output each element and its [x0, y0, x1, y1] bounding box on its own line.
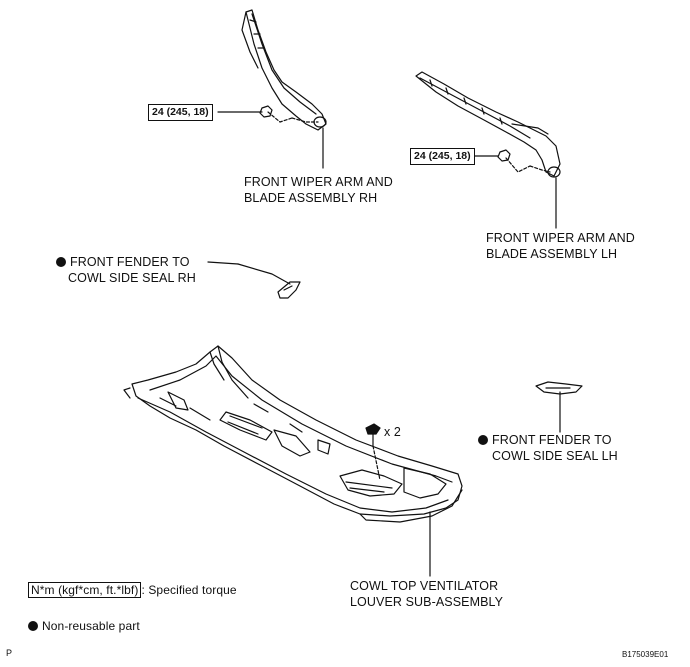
label-wiper-lh: FRONT WIPER ARM AND BLADE ASSEMBLY LH: [486, 231, 635, 261]
nonreusable-dot-icon: [28, 621, 38, 631]
wiper-arm-lh: [415, 71, 561, 178]
legend-torque: N*m (kgf*cm, ft.*lbf): Specified torque: [28, 582, 237, 598]
side-seal-lh: [535, 381, 583, 395]
legend-nonreusable: Non-reusable part: [28, 618, 140, 634]
label-clip-quantity: x 2: [384, 425, 401, 439]
label-wiper-rh: FRONT WIPER ARM AND BLADE ASSEMBLY RH: [244, 175, 393, 205]
legend-torque-unit: N*m (kgf*cm, ft.*lbf): [28, 582, 142, 598]
wiper-arm-rh: [241, 9, 327, 131]
nut-lh: [497, 149, 551, 173]
nonreusable-dot-icon: [56, 257, 66, 267]
clip-fastener: [365, 423, 381, 481]
nonreusable-dot-icon: [478, 435, 488, 445]
label-seal-rh: FRONT FENDER TO COWL SIDE SEAL RH: [56, 254, 196, 286]
figure-code: B175039E01: [622, 650, 669, 659]
torque-spec-rh: 24 (245, 18): [148, 104, 213, 121]
nut-rh: [259, 105, 319, 123]
label-louver: COWL TOP VENTILATOR LOUVER SUB-ASSEMBLY: [350, 579, 504, 609]
side-seal-rh: [277, 281, 301, 299]
corner-mark-left: P: [6, 648, 13, 658]
cowl-louver: [123, 345, 463, 523]
label-seal-lh: FRONT FENDER TO COWL SIDE SEAL LH: [478, 432, 618, 464]
legend-torque-desc: : Specified torque: [141, 583, 237, 597]
torque-spec-lh: 24 (245, 18): [410, 148, 475, 165]
